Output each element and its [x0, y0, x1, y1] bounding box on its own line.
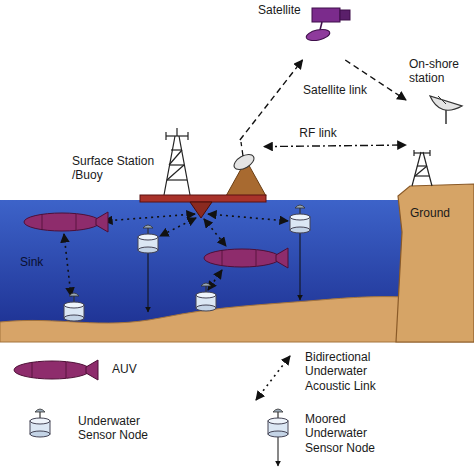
node-label: Surface Station /Buoy [72, 154, 164, 183]
link-line [240, 60, 303, 140]
node-label: On-shore station [409, 57, 469, 86]
legend-text: AUV [112, 362, 137, 376]
legend-entry: AUV [112, 362, 202, 376]
legend-entry: Moored Underwater Sensor Node [305, 412, 385, 455]
legend-entry: Underwater Sensor Node [78, 414, 158, 443]
legend-text: Underwater Sensor Node [78, 414, 148, 442]
onshore-station-node: On-shore station [406, 55, 471, 155]
legend-entry: Bidirectional Underwater Acoustic Link [305, 350, 395, 393]
legend-text: Bidirectional Underwater Acoustic Link [305, 350, 376, 393]
sink-label: Sink [20, 255, 43, 269]
link-label: RF link [297, 126, 338, 140]
link-label: Satellite link [301, 83, 369, 97]
link-line [264, 145, 406, 147]
surface-station-node: Surface Station /Buoy [68, 140, 264, 206]
satellite-node: Satellite [255, 2, 350, 60]
ground-label: Ground [410, 206, 450, 220]
node-label: Satellite [258, 3, 313, 17]
legend-text: Moored Underwater Sensor Node [305, 412, 375, 455]
